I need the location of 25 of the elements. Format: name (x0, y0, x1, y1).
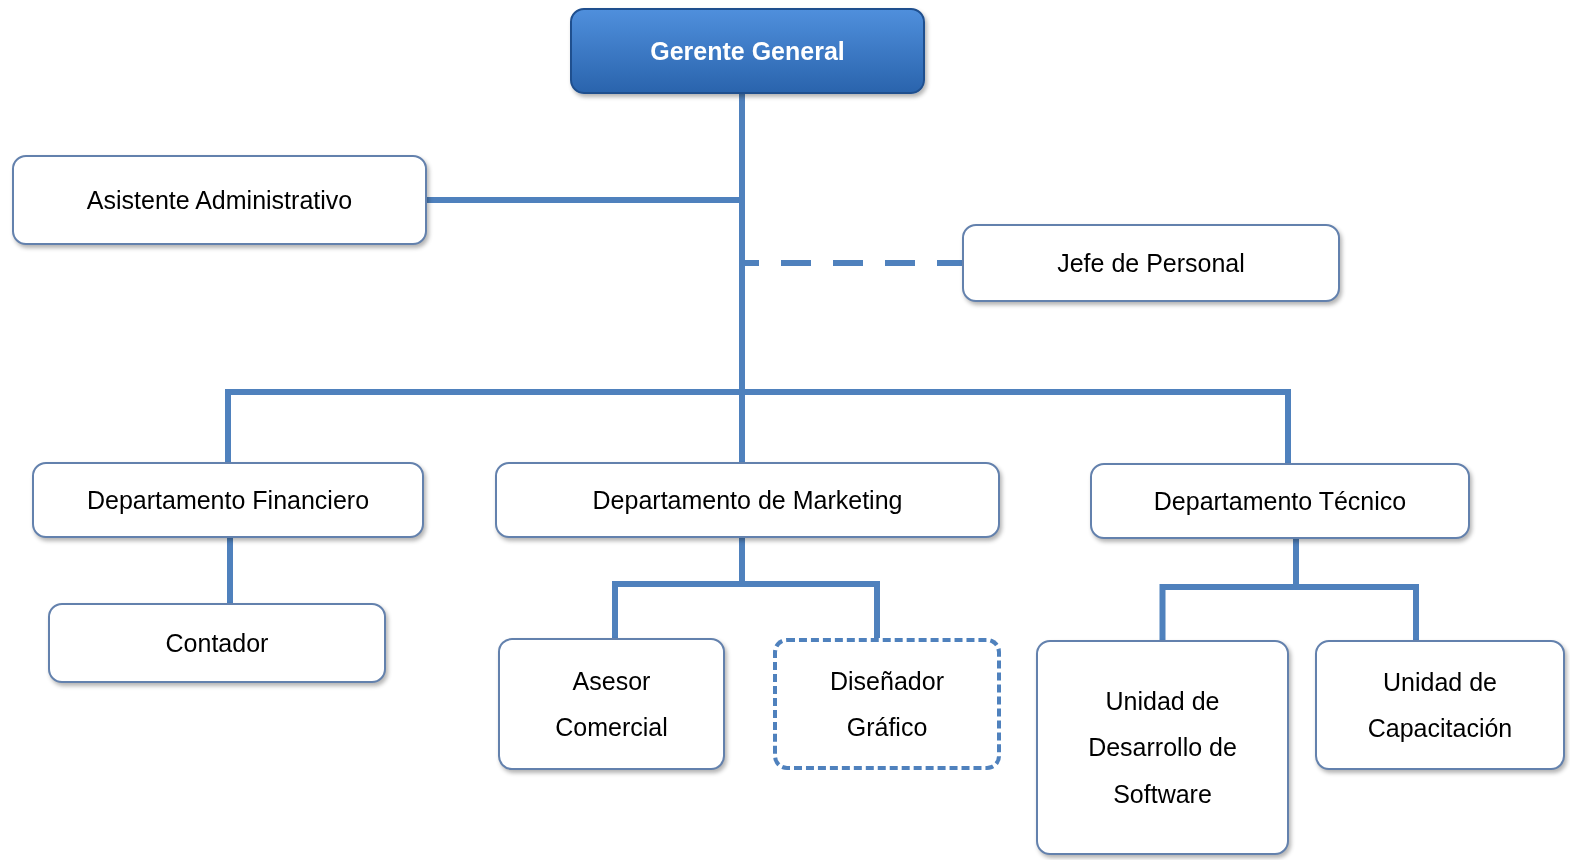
org-box (773, 638, 1001, 770)
connector-line (1293, 539, 1419, 640)
connector-line (739, 538, 880, 638)
box-label: Departamento Técnico (1152, 485, 1408, 517)
org-box (498, 638, 725, 770)
org-box (12, 155, 427, 245)
connector-line (227, 538, 233, 603)
org-box (1315, 640, 1565, 770)
box-label: Unidad de Capacitación (1366, 666, 1514, 744)
org-box (962, 224, 1340, 302)
box-label: Asistente Administrativo (85, 184, 354, 216)
box-label: Contador (164, 627, 270, 659)
box-label: Departamento Financiero (85, 484, 371, 516)
box-label: Jefe de Personal (1056, 247, 1246, 279)
org-box (495, 462, 1000, 538)
title-box (570, 8, 925, 94)
box-label: Asesor Comercial (554, 665, 669, 743)
box-label: Unidad de Desarrollo de Software (1087, 686, 1238, 810)
org-box (48, 603, 386, 683)
box-label: Gerente General (649, 35, 846, 67)
org-box (1090, 463, 1470, 539)
org-box (32, 462, 424, 538)
box-label: Diseñador Gráfico (829, 665, 945, 743)
box-label: Departamento de Marketing (591, 484, 904, 516)
org-box (1036, 640, 1289, 855)
